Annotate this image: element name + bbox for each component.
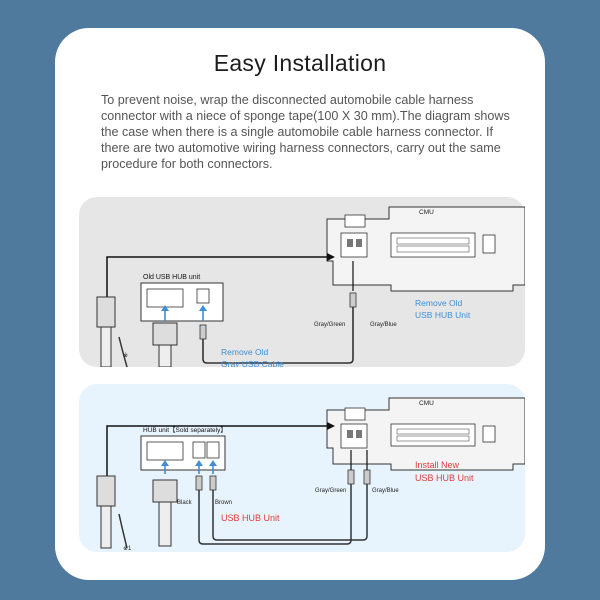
cmu-port-pin — [347, 430, 353, 438]
cmu-usb-port — [340, 423, 368, 449]
usb-plug-brown — [209, 475, 217, 491]
gray-blue-label: Gray/Blue — [370, 322, 397, 328]
usb-plug — [347, 469, 355, 485]
remove-cable-line1: Remove Old — [221, 347, 269, 357]
cmu-port-pin — [356, 239, 362, 247]
cmu-connector-pins — [396, 245, 470, 253]
usb-cable-brown — [212, 484, 368, 541]
hub-unit-label: Old USB HUB unit — [143, 274, 200, 281]
cmu-main-connector — [390, 232, 476, 258]
harness-cable-loop — [118, 336, 128, 367]
harness-connector — [96, 296, 116, 328]
cmu-label: CMU — [419, 209, 434, 216]
harness-connector — [96, 475, 116, 507]
gray-blue-label: Gray/Blue — [372, 488, 399, 494]
page-title: Easy Installation — [213, 50, 387, 76]
hub-unit-label: HUB unit【Sold separately】 — [143, 426, 227, 434]
hub-plug-cable — [158, 344, 172, 367]
remove-unit-line2: USB HUB Unit — [415, 310, 471, 320]
hub-plug — [152, 322, 178, 346]
blue-arrow-icon — [161, 460, 169, 466]
description-text: To prevent noise, wrap the disconnected … — [101, 93, 510, 171]
black-label: Black — [177, 500, 193, 506]
usb-plug — [349, 292, 357, 308]
cmu-small-port — [482, 234, 496, 254]
brown-label: Brown — [215, 500, 232, 506]
info-card: Easy Installation To prevent noise, wrap… — [55, 28, 545, 580]
cmu-small-port — [482, 425, 496, 443]
harness-wire — [106, 256, 327, 297]
cmu-connector-pins — [396, 237, 470, 245]
hub-usb-port-1 — [192, 441, 206, 459]
usb-cable-black — [198, 484, 352, 545]
cmu-top-port — [344, 214, 366, 228]
footnote-mark: ※1 — [123, 545, 132, 552]
gray-usb-cable — [202, 305, 354, 364]
hub-plug-cable — [158, 501, 172, 547]
usb-hub-unit-label: USB HUB Unit — [221, 513, 280, 523]
remove-unit-line1: Remove Old — [415, 298, 463, 308]
new-diagram-svg: CMU HUB unit【Sold separately】 ※1 — [96, 397, 525, 552]
harness-cable-loop — [118, 513, 128, 549]
harness-cable — [100, 505, 112, 549]
old-diagram-svg: CMU Old USB HUB unit ※ — [96, 206, 525, 367]
cmu-port-pin — [356, 430, 362, 438]
new-installation-diagram: CMU HUB unit【Sold separately】 ※1 — [79, 384, 525, 552]
arrow-icon — [327, 422, 335, 430]
arrow-icon — [327, 253, 335, 261]
usb-plug — [363, 469, 371, 485]
old-installation-diagram: CMU Old USB HUB unit ※ — [79, 197, 525, 367]
cmu-port-pin — [347, 239, 353, 247]
gray-green-label: Gray/Green — [315, 488, 346, 494]
blue-arrow-icon — [209, 460, 217, 466]
hub-usb-port-2 — [206, 441, 220, 459]
install-line2: USB HUB Unit — [415, 473, 474, 483]
harness-cable — [100, 326, 112, 367]
install-line1: Install New — [415, 460, 460, 470]
blue-arrow-icon — [161, 305, 169, 311]
blue-arrow-icon — [195, 460, 203, 466]
cmu-top-port — [344, 407, 366, 421]
cmu-main-connector — [390, 423, 476, 447]
cmu-connector-pins — [396, 435, 470, 442]
remove-cable-line2: Gray USB Cable — [221, 359, 284, 367]
blue-arrow-icon — [199, 305, 207, 311]
cmu-label: CMU — [419, 400, 434, 407]
footnote-mark: ※ — [123, 352, 128, 359]
hub-plug — [152, 479, 178, 503]
usb-plug — [199, 324, 207, 340]
hub-usb-port — [196, 288, 210, 304]
harness-wire — [106, 425, 327, 476]
usb-plug-black — [195, 475, 203, 491]
cmu-connector-pins — [396, 428, 470, 435]
cmu-usb-port — [340, 232, 368, 258]
gray-green-label: Gray/Green — [314, 322, 345, 328]
